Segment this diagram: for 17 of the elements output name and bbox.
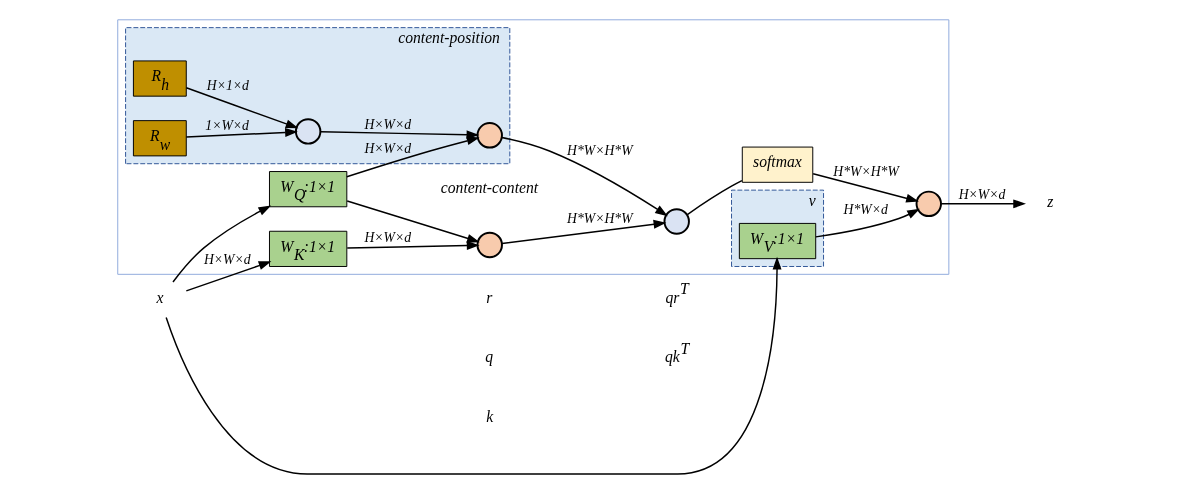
edge-label: H×W×d — [203, 251, 250, 267]
edge-label: H*W×d — [843, 201, 888, 217]
label: k — [485, 407, 493, 425]
edge-label: H×W×d — [363, 141, 411, 157]
edge-label: H×W×d — [363, 230, 411, 246]
edge-label: H×W×d — [363, 116, 411, 132]
edge-label: H×W×d — [958, 187, 1005, 203]
edge-label: H×1×d — [206, 77, 249, 93]
edge-label: H*W×H*W — [832, 163, 899, 179]
node-text: z — [1046, 192, 1053, 210]
edge-label: H*W×H*W — [566, 210, 633, 226]
label: q — [484, 348, 493, 366]
node-text: x — [155, 288, 163, 306]
edge-label: 1×W×d — [204, 117, 249, 133]
edge-label: H*W×H*W — [566, 143, 633, 159]
node-label: content-content — [440, 178, 538, 196]
label: r — [485, 288, 492, 306]
